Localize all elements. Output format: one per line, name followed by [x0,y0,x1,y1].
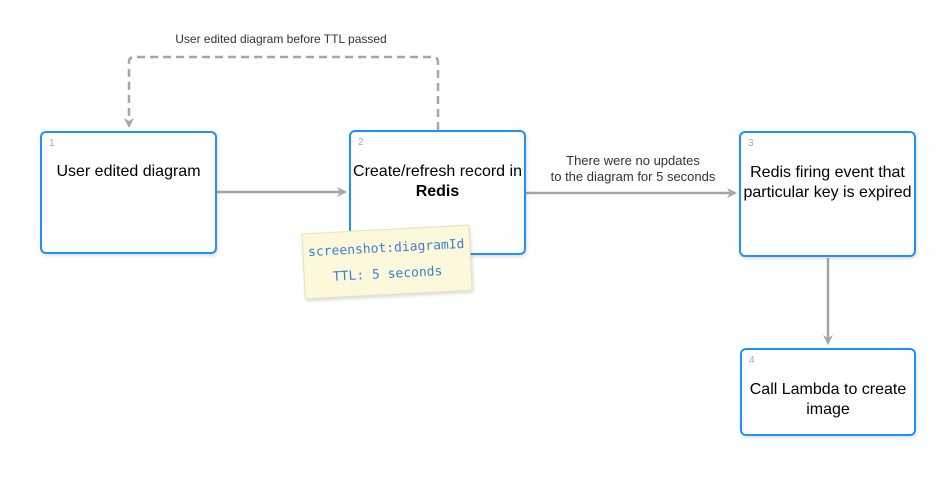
note-key: screenshot:diagramId [307,236,465,261]
node-label-line: particular key is expired [743,184,912,201]
loop-edge[interactable] [124,55,440,130]
node-label: Call Lambda to create image [742,380,914,420]
sticky-note[interactable]: screenshot:diagramId TTL: 5 seconds [301,224,473,300]
node-label-line: image [806,401,850,418]
node-number: 4 [749,355,755,366]
node-user-edited-diagram[interactable]: 1 User edited diagram [40,131,217,254]
note-ttl: TTL: 5 seconds [332,264,443,285]
node-redis-key-expired[interactable]: 3 Redis firing event that particular key… [739,131,916,257]
node-call-lambda[interactable]: 4 Call Lambda to create image [740,348,916,436]
node-number: 2 [358,137,364,148]
expire-edge-label-line: There were no updates [566,153,700,168]
node-label: Create/refresh record in Redis [351,162,524,202]
node-label: Redis firing event that particular key i… [741,163,914,203]
node-label-line: Redis firing event that [750,164,905,181]
node-number: 1 [49,138,55,149]
node-label: User edited diagram [56,163,201,180]
loop-edge-label: User edited diagram before TTL passed [175,32,387,46]
node-label-bold: Redis [415,183,460,200]
expire-edge-label-line: to the diagram for 5 seconds [550,169,716,184]
node-label-line: Create/refresh record in [353,163,522,180]
node-label-line: Call Lambda to create [749,381,907,398]
node-number: 3 [748,138,754,149]
expire-edge-label: There were no updates to the diagram for… [528,153,738,185]
